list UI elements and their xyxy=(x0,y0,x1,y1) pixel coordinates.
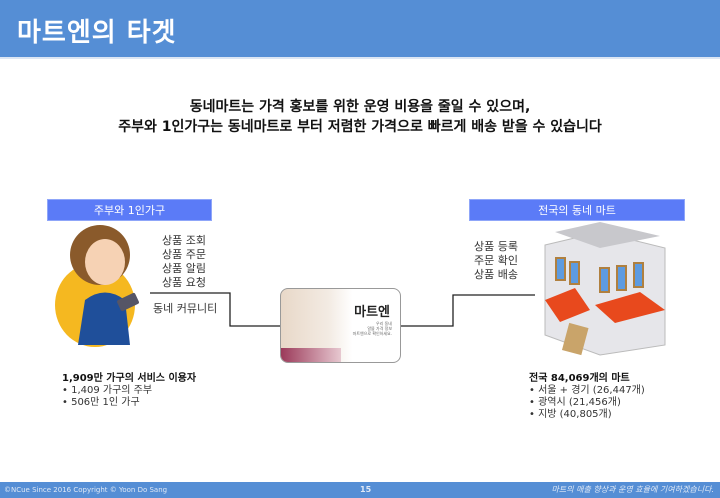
shop-illustration xyxy=(544,222,666,356)
customer-stats: 1,909만 가구의 서비스 이용자 • 1,409 가구의 주부 • 506만… xyxy=(62,373,196,409)
action-item: 상품 배송 xyxy=(474,268,518,281)
stat-title: 1,909만 가구의 서비스 이용자 xyxy=(62,373,197,384)
martn-app-card: 마트엔 우리 동네 알뜰 가격 정보 마트엔으로 확인하세요. xyxy=(280,288,401,363)
left-connector xyxy=(150,292,280,327)
action-item: 상품 등록 xyxy=(474,240,518,253)
action-item: 상품 주문 xyxy=(162,248,206,261)
app-image-floor xyxy=(281,348,341,362)
stat-item: • 서울 + 경기 (26,447개) xyxy=(529,385,645,396)
stat-title: 전국 84,069개의 마트 xyxy=(529,373,630,384)
action-item: 상품 알림 xyxy=(162,262,206,275)
footer-bar: ©NCue Since 2016 Copyright © Yoon Do San… xyxy=(0,482,720,498)
tagline-line: 마트엔으로 확인하세요. xyxy=(352,331,392,336)
subtitle: 동네마트는 가격 홍보를 위한 운영 비용을 줄일 수 있으며, 주부와 1인가… xyxy=(0,97,720,137)
app-name: 마트엔 xyxy=(354,305,390,320)
app-tagline: 우리 동네 알뜰 가격 정보 마트엔으로 확인하세요. xyxy=(353,321,392,336)
action-item: 주문 확인 xyxy=(474,254,518,267)
subtitle-line-2: 주부와 1인가구는 동네마트로 부터 저렴한 가격으로 빠르게 배송 받을 수 … xyxy=(118,119,602,135)
slogan: 마트의 매출 향상과 운영 효율에 기여하겠습니다. xyxy=(551,485,714,494)
page-title: 마트엔의 타겟 xyxy=(17,18,177,48)
tagline-line: 우리 동네 xyxy=(376,321,392,326)
woman-face xyxy=(85,239,125,285)
copyright: ©NCue Since 2016 Copyright © Yoon Do San… xyxy=(4,486,168,494)
tagline-line: 알뜰 가격 정보 xyxy=(367,326,392,331)
stat-item: • 1,409 가구의 주부 xyxy=(62,385,153,396)
page-number: 15 xyxy=(360,485,372,494)
label-local-marts: 전국의 동네 마트 xyxy=(469,199,685,221)
mart-actions: 상품 등록 주문 확인 상품 배송 xyxy=(474,240,518,282)
sign-board xyxy=(561,322,589,356)
action-item: 상품 요청 xyxy=(162,276,206,289)
right-connector xyxy=(401,294,535,327)
header-bar: 마트엔의 타겟 xyxy=(0,0,720,59)
stat-item: • 광역시 (21,456개) xyxy=(529,397,621,408)
stat-item: • 지방 (40,805개) xyxy=(529,409,612,420)
stat-item: • 506만 1인 가구 xyxy=(62,397,140,408)
woman-illustration xyxy=(55,225,139,347)
community-label: 동네 커뮤니티 xyxy=(153,302,218,315)
phone-icon xyxy=(117,292,139,312)
action-item: 상품 조회 xyxy=(162,234,206,247)
subtitle-line-1: 동네마트는 가격 홍보를 위한 운영 비용을 줄일 수 있으며, xyxy=(189,99,531,115)
customer-actions: 상품 조회 상품 주문 상품 알림 상품 요청 xyxy=(162,234,206,290)
mart-stats: 전국 84,069개의 마트 • 서울 + 경기 (26,447개) • 광역시… xyxy=(529,373,645,421)
woman-suit xyxy=(78,292,130,345)
label-housewife-single: 주부와 1인가구 xyxy=(47,199,212,221)
